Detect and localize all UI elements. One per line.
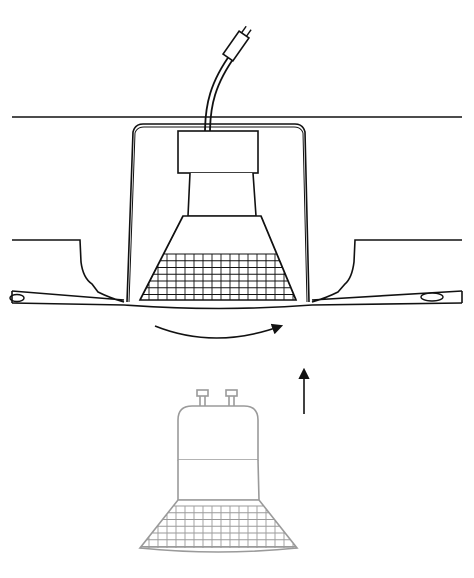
ring-screw-left <box>9 293 25 303</box>
bulb-neck-ghost <box>177 459 260 501</box>
replacement-bulb <box>138 389 299 553</box>
cable-connector <box>221 25 252 63</box>
bulb-base <box>177 405 259 461</box>
mounting-ring <box>11 290 463 310</box>
gu10-pins <box>196 389 238 406</box>
bulb-reflector-ghost <box>138 499 299 549</box>
curved-arrow-icon <box>154 323 284 339</box>
installed-bulb <box>138 172 298 301</box>
lamp-socket <box>177 130 259 174</box>
housing-clip <box>126 123 310 303</box>
ring-screw-right <box>420 292 444 302</box>
bulb-lens-ghost <box>139 547 298 553</box>
power-cable <box>204 51 237 134</box>
bulb-neck <box>187 172 257 217</box>
